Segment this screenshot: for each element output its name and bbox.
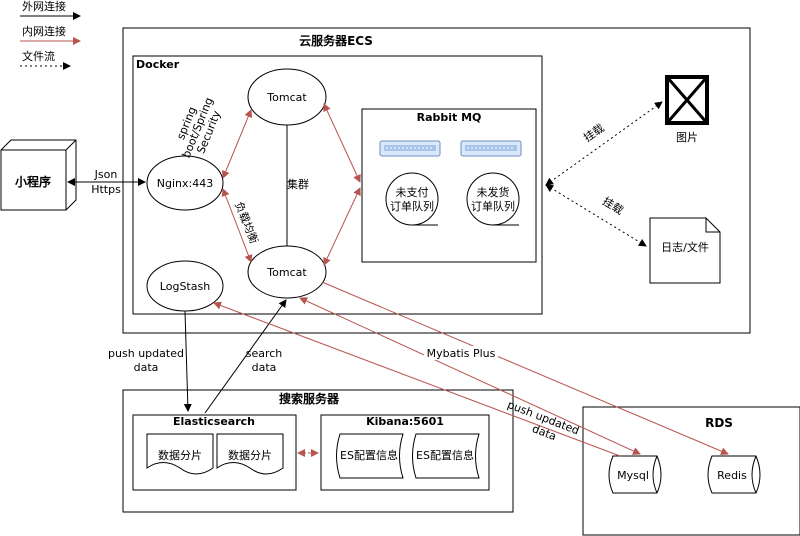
rds-box xyxy=(582,406,800,536)
mysql-node xyxy=(608,455,662,494)
legend-external-label: 外网连接 xyxy=(22,0,66,13)
push-updated-1-line-2: data xyxy=(134,361,159,374)
cloud-ecs-title: 云服务器ECS xyxy=(299,33,373,48)
kibana-title: Kibana:5601 xyxy=(366,415,444,428)
tomcat-bottom-label: Tomcat xyxy=(266,266,307,279)
edge-tomcat-top-rabbitmq xyxy=(323,103,361,183)
mybatis-plus-label: Mybatis Plus xyxy=(427,347,496,360)
mount-label-2: 挂载 xyxy=(600,194,626,218)
log-file-label: 日志/文件 xyxy=(661,240,709,254)
miniprogram-node xyxy=(0,139,77,211)
rabbitmq-box xyxy=(361,108,537,263)
es-config-2-label: ES配置信息 xyxy=(416,448,474,462)
shard-1-label: 数据分片 xyxy=(158,448,202,462)
queue-unpaid-line-2: 订单队列 xyxy=(390,199,434,213)
edge-tomcat-bottom-rabbitmq xyxy=(323,187,361,266)
edge-mount-log xyxy=(545,184,647,247)
push-updated-1-line-1: push updated xyxy=(108,347,184,360)
mount-label-1: 挂载 xyxy=(581,121,607,145)
edge-nginx-tomcat-bottom xyxy=(221,188,253,263)
es-config-1-label: ES配置信息 xyxy=(340,448,398,462)
queue-unshipped-line-2: 订单队列 xyxy=(471,199,515,213)
rabbitmq-title: Rabbit MQ xyxy=(417,111,482,124)
shard-2-node xyxy=(216,433,284,475)
miniprogram-label: 小程序 xyxy=(15,174,51,189)
rds-title: RDS xyxy=(705,416,733,430)
edge-tomcat-mysql xyxy=(299,297,641,455)
elasticsearch-title: Elasticsearch xyxy=(173,415,255,428)
search-data-line-2: data xyxy=(252,361,277,374)
legend: 外网连接 内网连接 文件流 xyxy=(20,0,81,70)
docker-title: Docker xyxy=(136,58,180,71)
switch-icon xyxy=(460,140,522,157)
image-label: 图片 xyxy=(676,131,698,144)
edge-mysql-logstash xyxy=(213,301,621,457)
edge-logstash-elasticsearch xyxy=(183,310,192,412)
redis-node xyxy=(707,455,761,494)
protocol-line-1: Json xyxy=(94,168,118,181)
nginx-node xyxy=(146,155,224,211)
shard-2-label: 数据分片 xyxy=(228,448,272,462)
image-icon xyxy=(665,75,709,125)
queue-unshipped-node xyxy=(466,172,520,226)
spring-security-label: spring boot/Spring Security xyxy=(174,96,223,160)
edge-tomcat-redis xyxy=(321,281,729,455)
search-server-title: 搜索服务器 xyxy=(279,391,340,406)
shard-1-node xyxy=(146,433,214,475)
edge-elasticsearch-tomcat xyxy=(204,299,287,414)
logstash-label: LogStash xyxy=(160,280,210,293)
edge-mount-image xyxy=(545,101,663,186)
elasticsearch-box xyxy=(132,414,297,491)
queue-unpaid-node xyxy=(385,172,439,226)
mybatis-label-bg xyxy=(424,346,498,360)
legend-internal-label: 内网连接 xyxy=(22,24,66,38)
load-balance-label: 负载均衡 xyxy=(232,199,261,245)
edge-nginx-tomcat-top xyxy=(221,109,253,179)
cluster-label: 集群 xyxy=(287,177,309,191)
queue-unshipped-line-1: 未发货 xyxy=(477,185,510,199)
search-data-line-1: search xyxy=(246,347,283,360)
mysql-label: Mysql xyxy=(617,469,649,482)
protocol-line-2: Https xyxy=(91,183,121,196)
legend-file-flow-label: 文件流 xyxy=(22,49,55,63)
queue-unpaid-line-1: 未支付 xyxy=(396,186,429,199)
tomcat-top-label: Tomcat xyxy=(266,91,307,104)
document-icon xyxy=(649,217,721,284)
redis-label: Redis xyxy=(717,469,747,482)
switch-icon xyxy=(379,140,441,157)
nginx-label: Nginx:443 xyxy=(157,177,213,190)
